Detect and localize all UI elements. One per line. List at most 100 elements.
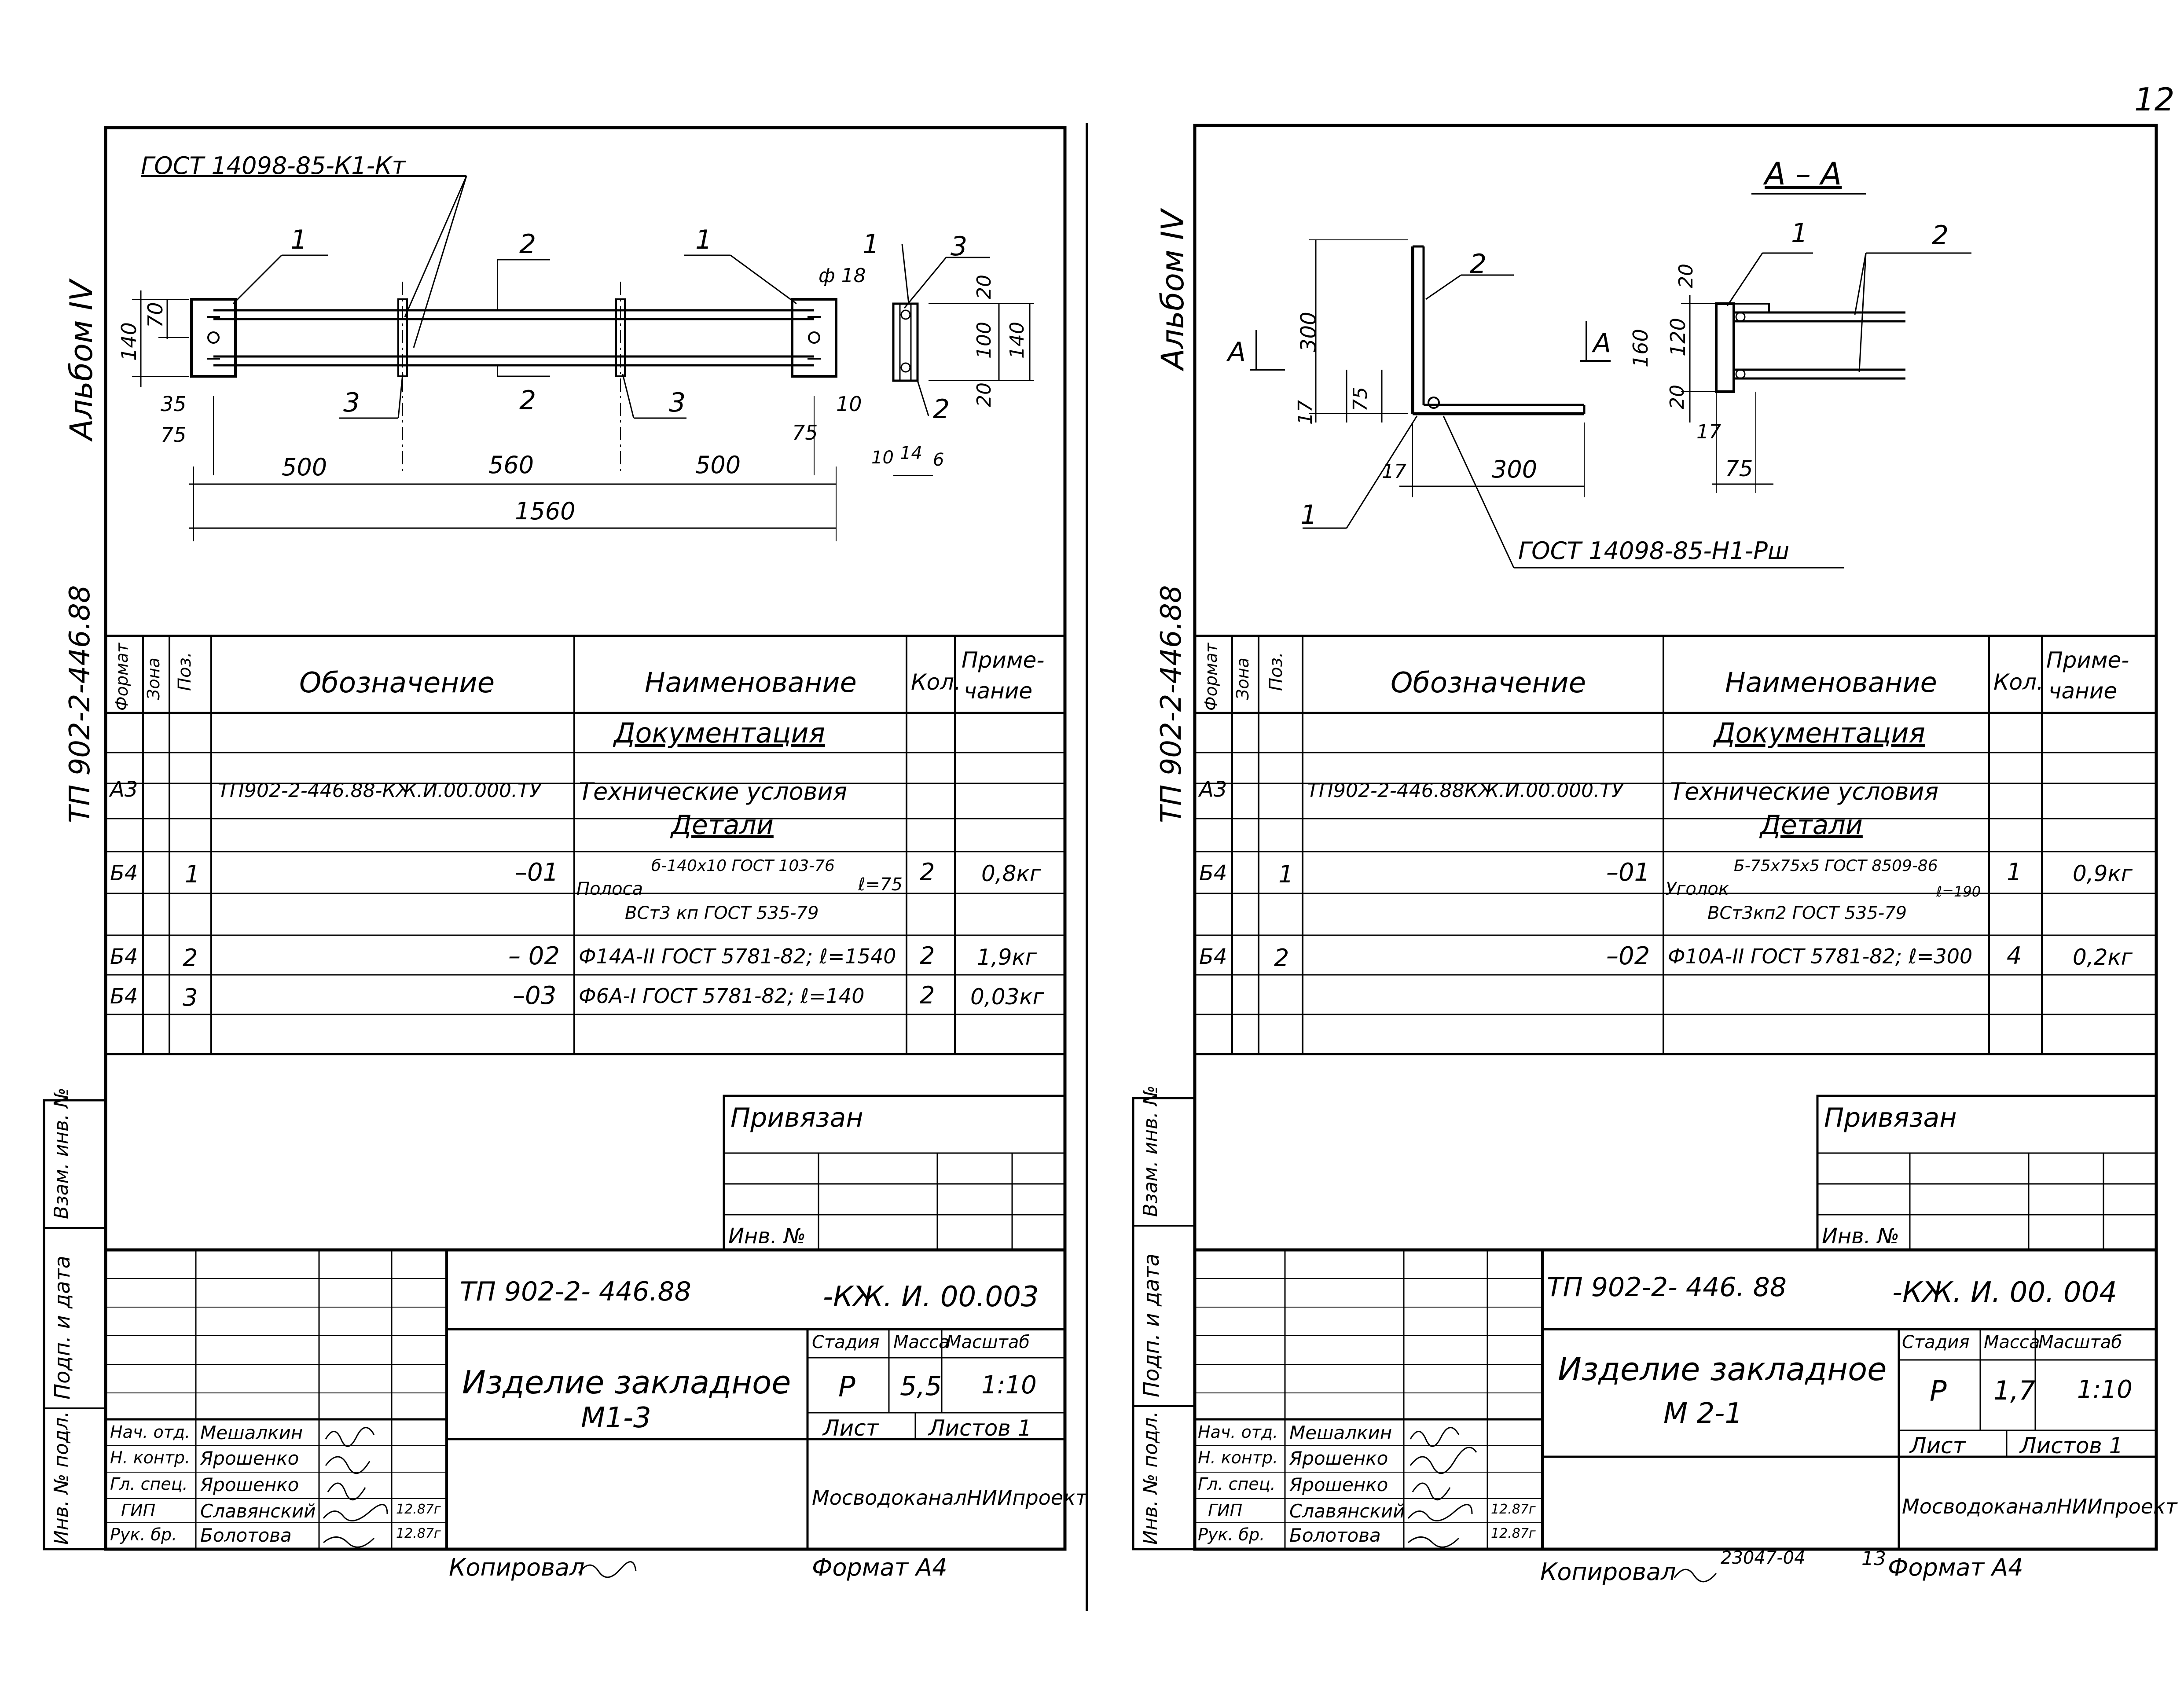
sheet-label: Лист (823, 1415, 879, 1441)
staff-name: Ярошенко (200, 1474, 299, 1495)
staff-role: ГИП (1208, 1501, 1243, 1520)
callout-3c: 3 (951, 231, 968, 262)
dim-10: 10 (836, 392, 862, 416)
col-pos: Поз. (1266, 652, 1286, 691)
dim-300h: 300 (1492, 456, 1538, 483)
stamp-13: 13 (1861, 1547, 1886, 1570)
side-inv: Инв. № подл. (1139, 1411, 1162, 1545)
staff-date: 12.87г (1491, 1502, 1536, 1517)
staff-role: Нач. отд. (110, 1422, 191, 1442)
scale-value: 1:10 (2077, 1375, 2133, 1404)
row2-qty: 1 (2007, 858, 2022, 886)
row2-note: 0,9кг (2073, 861, 2133, 886)
row2-pos: 1 (1278, 860, 1294, 888)
section-details: Детали (1760, 810, 1863, 841)
col-designation: Обозначение (299, 667, 495, 699)
dim-20a: 20 (1675, 264, 1697, 288)
dim-17v: 17 (1294, 400, 1317, 425)
row3-format: Б4 (110, 944, 138, 969)
staff-date: 12.87г (1491, 1526, 1536, 1541)
row1-name: Технические условия (1670, 778, 1939, 805)
staff-name: Славянский (200, 1500, 316, 1522)
col-name: Наименование (1725, 666, 1937, 698)
row4-qty: 2 (920, 981, 935, 1009)
dim-35: 35 (161, 392, 187, 416)
staff-name: Мешалкин (1289, 1422, 1392, 1444)
staff-role: Н. контр. (110, 1448, 191, 1467)
row3-note: 1,9кг (977, 944, 1037, 970)
dim-300v: 300 (1296, 312, 1321, 352)
row2-pos: 1 (185, 860, 200, 888)
dim-70: 70 (143, 302, 167, 328)
staff-name: Мешалкин (200, 1422, 303, 1444)
col-designation: Обозначение (1391, 667, 1586, 699)
doc-code-left: ТП 902-2- 446.88 (460, 1276, 691, 1307)
row2-name-bot: ВСт3 кп ГОСТ 535-79 (625, 903, 819, 923)
col-note-l2: чание (2048, 678, 2118, 704)
sheet-label: Лист (1910, 1433, 1966, 1459)
callout-2a: 2 (519, 229, 536, 260)
stage-value: Р (838, 1371, 855, 1403)
staff-date: 12.87г (396, 1502, 441, 1517)
dim-1560: 1560 (515, 497, 576, 525)
row3-pos: 2 (1274, 944, 1289, 972)
row3-name: Ф10А-II ГОСТ 5781-82; ℓ=300 (1668, 944, 1973, 968)
row1-format: А3 (110, 777, 138, 802)
staff-name: Славянский (1289, 1500, 1405, 1522)
title-line1: Изделие закладное (1558, 1351, 1887, 1388)
doc-code-right: -КЖ. И. 00. 004 (1892, 1276, 2117, 1309)
stage-label: Стадия (812, 1332, 880, 1352)
row4-name: Ф6А-I ГОСТ 5781-82; ℓ=140 (579, 984, 865, 1008)
stage-value: Р (1930, 1375, 1947, 1408)
inv-no-label: Инв. № (728, 1224, 806, 1249)
doc-code-left: ТП 902-2- 446. 88 (1547, 1272, 1787, 1303)
staff-name: Ярошенко (200, 1448, 299, 1469)
bound-label: Привязан (730, 1102, 863, 1133)
side-podp: Подп. и дата (1139, 1253, 1164, 1397)
dim-140: 140 (117, 322, 141, 361)
side-code: ТП 902-2-446.88 (64, 585, 96, 823)
dim-6: 6 (933, 450, 944, 470)
bound-label: Привязан (1824, 1102, 1957, 1133)
callout-2b: 2 (1932, 220, 1949, 251)
callout-1b: 1 (695, 224, 712, 255)
col-pos: Поз. (175, 652, 195, 691)
row2-name-mid: Полоса (576, 879, 643, 899)
dim-20b: 20 (1666, 385, 1688, 409)
dim-20a: 20 (973, 275, 995, 299)
dim-14: 14 (900, 443, 922, 463)
col-name: Наименование (645, 666, 857, 698)
row1-designation: ТП902-2-446.88-КЖ.И.00.000.ТУ (218, 779, 541, 802)
row3-qty: 2 (920, 942, 935, 970)
row2-designation: –01 (515, 858, 559, 887)
row2-name-top: Б-75х75х5 ГОСТ 8509-86 (1734, 857, 1938, 875)
section-mark-a-right: А (1593, 328, 1611, 359)
weld-gost-label: ГОСТ 14098-85-Н1-Рш (1518, 537, 1790, 565)
col-zone: Зона (1233, 658, 1252, 700)
side-vzam: Взам. инв. № (1139, 1085, 1162, 1217)
row3-pos: 2 (183, 944, 198, 972)
callout-2c: 2 (933, 394, 950, 425)
row4-pos: 3 (183, 984, 198, 1011)
side-vzam: Взам. инв. № (50, 1087, 73, 1219)
row2-name-len: ℓ=75 (858, 874, 903, 895)
staff-role: Рук. бр. (1198, 1525, 1265, 1544)
mass-value: 5,5 (900, 1371, 942, 1402)
mass-value: 1,7 (1993, 1375, 2036, 1406)
row2-name-bot: ВСт3кп2 ГОСТ 535-79 (1707, 903, 1907, 923)
staff-role: Рук. бр. (110, 1525, 177, 1544)
callout-1a: 1 (290, 224, 308, 255)
title-line2: М 2-1 (1663, 1397, 1743, 1430)
col-format: Формат (1201, 643, 1221, 711)
callout-1b: 1 (1791, 218, 1808, 249)
dim-100: 100 (973, 322, 995, 359)
section-title: А – А (1765, 156, 1842, 192)
row1-designation: ТП902-2-446.88КЖ.И.00.000.ТУ (1307, 779, 1623, 802)
mass-label: Масса (1984, 1332, 2040, 1352)
callout-2b: 2 (519, 385, 536, 416)
dim-20b: 20 (973, 382, 995, 407)
dim-75v: 75 (1349, 387, 1372, 411)
row3-designation: –02 (1606, 942, 1650, 970)
section-mark-a-left: А (1228, 337, 1246, 367)
row4-note: 0,03кг (970, 984, 1044, 1010)
